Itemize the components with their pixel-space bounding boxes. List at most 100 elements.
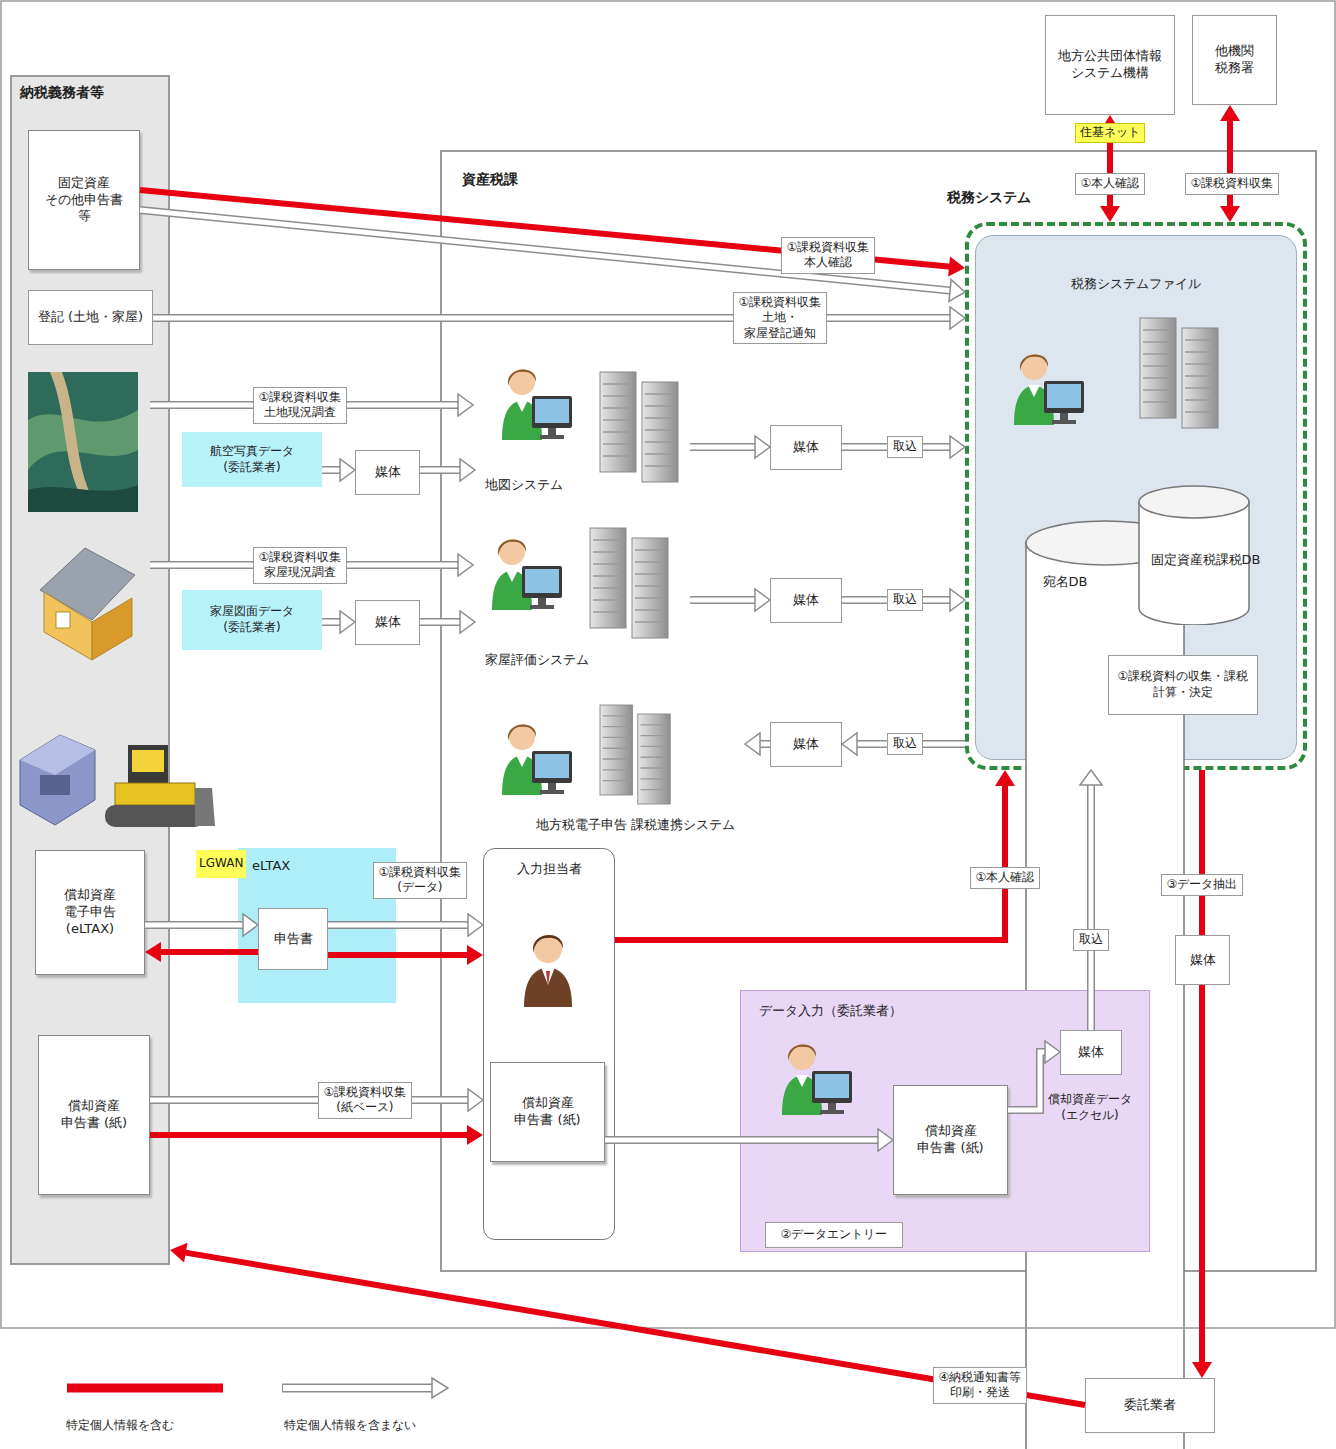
arrow-head (950, 436, 965, 458)
connector-outline (1087, 783, 1095, 1030)
connector-outline (420, 618, 462, 626)
node-text: 家屋図面データ (委託業者) (186, 604, 318, 635)
edge-label: ①課税資料収集 土地・家屋登記通知 (733, 292, 828, 345)
legend-swatch (65, 1376, 225, 1400)
operator-icon (502, 724, 572, 795)
connector-outline (145, 921, 245, 929)
edge-label: ①課税資料収集 本人確認 (781, 237, 876, 274)
personal-data-arrow (170, 1243, 1085, 1405)
connector-outline (140, 210, 952, 291)
node-text: ②データエントリー (781, 1227, 888, 1243)
media-box: 媒体 (1060, 1030, 1122, 1075)
arrow-head (170, 1243, 187, 1263)
connector-outline (842, 443, 952, 451)
connector-line (328, 952, 469, 958)
node-text: データ入力（委託業者） (759, 1003, 902, 1020)
data-arrow (328, 914, 483, 936)
server-icon (590, 528, 668, 638)
machine-icon (20, 735, 95, 825)
connector-line (322, 620, 342, 625)
vendor-box: 委託業者 (1085, 1378, 1215, 1433)
connector-line (159, 949, 258, 955)
edge-label: ③データ抽出 (1161, 874, 1244, 896)
edge-label: ④納税通知書等 印刷・発送 (933, 1367, 1028, 1404)
node-text: 宛名DB (1043, 574, 1088, 591)
node-text: ①課税資料の収集・課税計算・決定 (1115, 669, 1251, 700)
system-region: 税務システム税務システムファイル宛名DB固定資産税課税DB①課税資料の収集・課税… (965, 222, 1307, 770)
node-text: 地方税電子申告 課税連携システム (536, 817, 735, 834)
node-text: 償却資産 電子申告 (eLTAX) (48, 887, 132, 938)
connector-line (842, 445, 952, 450)
node-text: 家屋評価システム (485, 652, 589, 669)
connector-line (842, 598, 952, 603)
arrow-head (842, 733, 857, 755)
legend-text: 特定個人情報を含まない (284, 1418, 416, 1434)
connector-line (1227, 119, 1233, 208)
edge-label: 取込 (887, 436, 923, 458)
node-text: 償却資産 申告書 (紙) (908, 1123, 993, 1157)
database-cylinder: 宛名DB (1025, 520, 1105, 630)
node-text: 航空写真データ (委託業者) (186, 444, 318, 475)
edge-label: ①本人確認 (970, 867, 1041, 889)
arrow-head (950, 589, 965, 611)
arrow-head (460, 611, 475, 633)
data-box: 航空写真データ (委託業者) (182, 432, 322, 487)
data-arrow (145, 914, 258, 936)
label-patch: 償却資産データ (エクセル) (1048, 1092, 1132, 1123)
node-text: 償却資産 申告書 (紙) (51, 1098, 137, 1132)
label-patch: ①課税資料収集 (1185, 173, 1280, 195)
data-arrow (842, 589, 965, 611)
staff-icon (524, 935, 572, 1007)
connector-line (145, 923, 245, 928)
connector-line (1089, 783, 1094, 1030)
land-photo (28, 372, 138, 512)
data-arrow (150, 1089, 483, 1111)
connector-outline (842, 596, 952, 604)
document: 固定資産 その他申告書 等 (28, 130, 140, 270)
arrow-head (1100, 206, 1120, 222)
data-arrow (745, 733, 770, 755)
edge-label: ①本人確認 (1075, 173, 1146, 195)
data-arrow (420, 459, 475, 481)
agency-box: 他機関 税務署 (1192, 15, 1277, 105)
process-box: ①課税資料の収集・課税計算・決定 (1108, 655, 1258, 715)
connector-line (150, 1132, 469, 1138)
hollow-arrow (150, 554, 473, 576)
file-box: 税務システムファイル宛名DB固定資産税課税DB①課税資料の収集・課税計算・決定 (975, 235, 1297, 760)
arrow-head (948, 257, 965, 277)
personal-data-arrow (1202, 770, 1203, 935)
media-box: 媒体 (770, 425, 842, 470)
legend-text: 特定個人情報を含む (66, 1418, 174, 1434)
edge-label: 取込 (887, 589, 923, 611)
label-patch: ①課税資料収集 (データ) (373, 862, 468, 899)
media-box: 媒体 (770, 722, 842, 767)
house-icon (40, 548, 135, 660)
arrow-head (1100, 115, 1120, 131)
note-label: 住基ネット (1075, 123, 1145, 143)
connector-line (150, 1098, 470, 1103)
connector-outline (322, 466, 342, 474)
hollow-arrow (150, 394, 473, 416)
arrow-head (949, 280, 965, 302)
connector-outline (690, 443, 757, 451)
data-arrow (322, 611, 355, 633)
media-box: 媒体 (770, 578, 842, 623)
connector-line (1107, 129, 1113, 208)
label-patch: 取込 (887, 436, 923, 458)
media-box: 媒体 (355, 600, 420, 645)
label-patch: ①課税資料収集 土地・家屋登記通知 (733, 292, 828, 345)
label-patch: ①課税資料収集 土地現況調査 (253, 387, 348, 424)
data-arrow (322, 459, 355, 481)
arrow-head (243, 914, 258, 936)
bulldozer-icon (105, 745, 215, 827)
connector-outline (328, 921, 470, 929)
connector-line (855, 742, 965, 747)
arrow-head (995, 770, 1015, 786)
document: 償却資産 申告書 (紙) (490, 1062, 605, 1162)
personal-data-arrow (328, 945, 483, 965)
arrow-head (1220, 206, 1240, 222)
connector-line (690, 598, 757, 603)
arrow-head (467, 1125, 483, 1145)
